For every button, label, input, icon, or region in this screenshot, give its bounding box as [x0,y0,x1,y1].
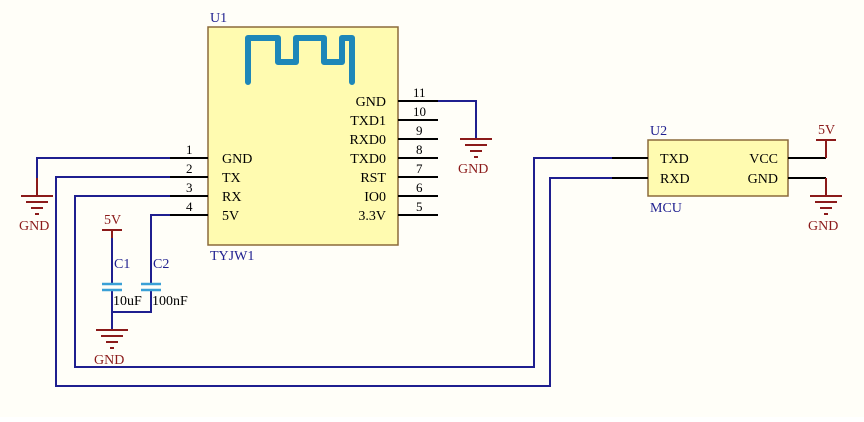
u1-right-leads [398,100,438,216]
u1-pin-label: 5V [222,209,239,224]
wire-rx-to-txd[interactable] [74,157,612,368]
u2-pin-label: GND [748,172,778,187]
power-5v-label: 5V [104,213,121,228]
wire-caps-bottom[interactable] [111,290,152,313]
u1-pin-num: 11 [413,85,426,100]
ground-icon [21,178,53,215]
u2-leads [612,157,826,179]
u1-pin-label: RX [222,190,241,205]
u1-pin-num: 2 [186,161,193,176]
ground-icon [810,178,842,215]
c1-ref: C1 [114,257,130,272]
capacitor-c2[interactable] [141,282,161,292]
ground-label: GND [94,353,124,368]
u1-pin-label: 3.3V [358,209,386,224]
capacitor-c1[interactable] [102,282,122,292]
u1-name: TYJW1 [210,249,254,264]
u1-pin-label: TX [222,171,241,186]
u1-body[interactable] [207,26,399,246]
u2-pin-label: RXD [660,172,690,187]
wire-u1-gnd[interactable] [438,100,477,138]
c2-value: 100nF [152,294,188,309]
u1-pin-num: 1 [186,142,193,157]
u1-pin-num: 7 [416,161,423,176]
u2-pin-label: TXD [660,152,689,167]
u1-pin-label: GND [356,95,386,110]
u2-ref: U2 [650,124,667,139]
u1-pin-num: 6 [416,180,423,195]
u2-pin-label: VCC [749,152,778,167]
u1-pin-num: 4 [186,199,193,214]
u1-pin-num: 5 [416,199,423,214]
u1-pin-label: RXD0 [349,133,386,148]
power-5v-icon [816,139,836,158]
u2-body[interactable] [647,139,789,197]
c1-value: 10uF [113,294,142,309]
ground-label: GND [808,219,838,234]
u1-ref: U1 [210,11,227,26]
wire-5v-caps[interactable] [150,214,170,238]
antenna-trace-icon [245,35,355,85]
u1-pin-label: GND [222,152,252,167]
u1-left-leads [170,157,208,216]
ground-icon [460,138,492,158]
ground-label: GND [458,162,488,177]
u2-name: MCU [650,201,682,216]
u1-pin-label: RST [360,171,386,186]
c2-ref: C2 [153,257,169,272]
u1-pin-num: 10 [413,104,426,119]
power-5v-label: 5V [818,123,835,138]
ground-icon [96,329,128,349]
u1-pin-label: TXD0 [350,152,386,167]
u1-pin-num: 9 [416,123,423,138]
u1-pin-label: IO0 [364,190,386,205]
u1-pin-label: TXD1 [350,114,386,129]
u1-pin-num: 3 [186,180,193,195]
wire-tx-to-rxd[interactable] [55,176,612,387]
power-5v-icon [102,229,122,238]
u1-pin-num: 8 [416,142,423,157]
ground-label: GND [19,219,49,234]
